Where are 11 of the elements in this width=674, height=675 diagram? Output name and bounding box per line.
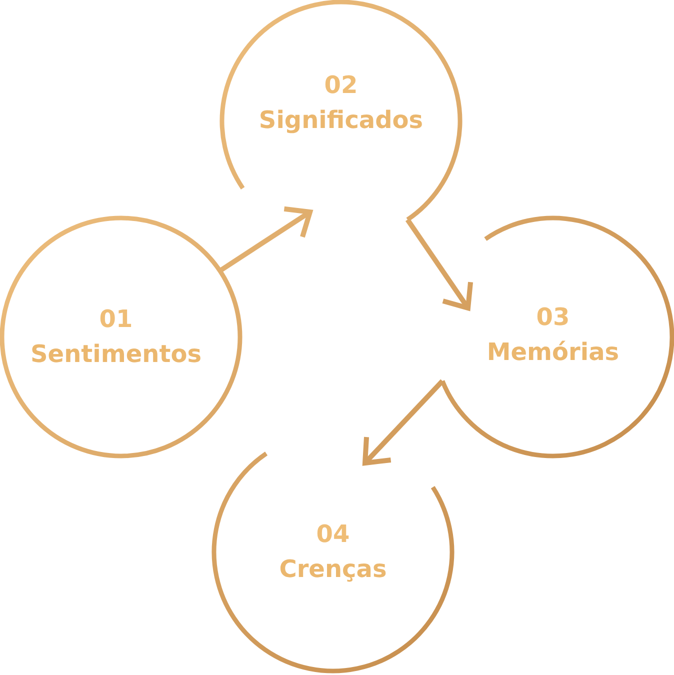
step-number: 02: [324, 70, 358, 101]
step-label: Crenças: [279, 554, 387, 585]
arrow: [218, 206, 312, 273]
step-label: Significados: [258, 105, 424, 136]
arrow: [405, 218, 474, 310]
step-label: Memórias: [486, 337, 620, 368]
arrow: [362, 379, 444, 466]
step-number: 03: [536, 302, 570, 333]
step-number: 04: [316, 519, 350, 550]
step-number: 01: [99, 304, 133, 335]
step-label: Sentimentos: [30, 339, 202, 370]
